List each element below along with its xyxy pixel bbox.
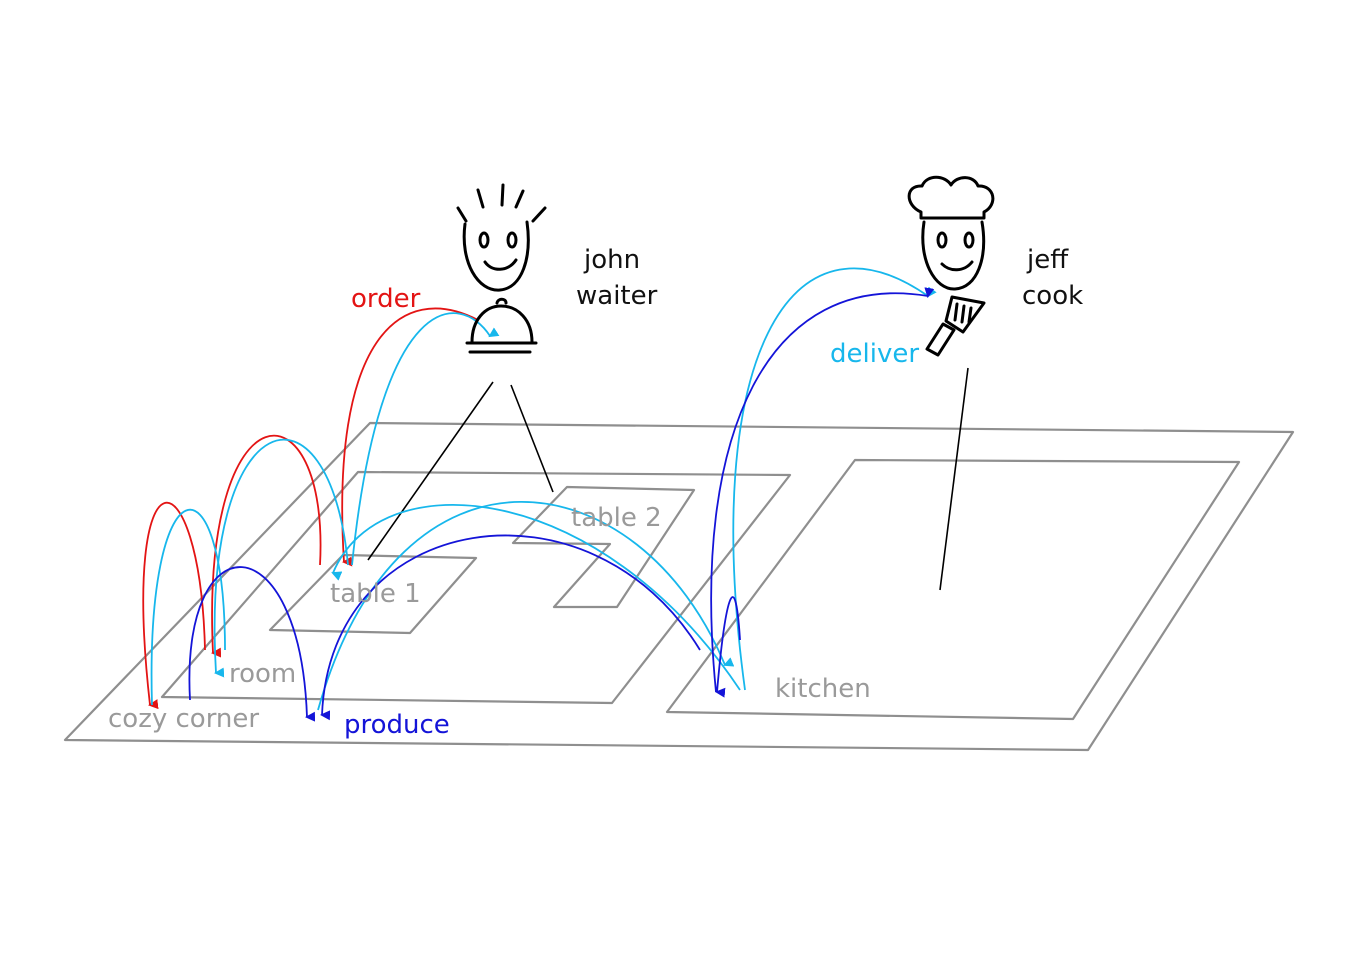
order-arc-cozy-corner xyxy=(142,502,206,710)
table2-outline xyxy=(511,485,696,609)
room-label: room xyxy=(229,659,296,689)
table1-outline xyxy=(268,553,478,635)
kitchen-outline xyxy=(665,458,1241,721)
serving-cloche-icon xyxy=(465,297,538,354)
deliver-arc-cozy-corner xyxy=(150,508,226,706)
john-to-table1-link xyxy=(367,381,494,561)
spatula-icon xyxy=(925,295,986,357)
order-label: order xyxy=(351,284,421,314)
produce-arc-jeff xyxy=(710,287,935,693)
produce-arc-kitchen xyxy=(715,596,741,698)
john-name-label: john xyxy=(583,245,640,275)
jeff-to-kitchen-link xyxy=(939,367,969,591)
produce-arc-cozy-corner xyxy=(188,566,316,722)
cozy-corner-outline xyxy=(63,421,1295,752)
order-arc-table1 xyxy=(341,307,479,567)
kitchen-label: kitchen xyxy=(775,674,871,704)
deliver-arc-kitchen xyxy=(317,500,735,711)
john-role-label: waiter xyxy=(576,281,658,311)
waiter-face-icon xyxy=(456,183,547,292)
deliver-label: deliver xyxy=(830,339,919,369)
john-to-table2-link xyxy=(510,384,554,493)
jeff-name-label: jeff xyxy=(1026,245,1069,275)
deliver-arc-table1 xyxy=(331,503,741,691)
deliver-arc-room xyxy=(213,438,349,678)
table1-label: table 1 xyxy=(330,579,421,609)
table2-label: table 2 xyxy=(571,503,662,533)
order-arc-room xyxy=(211,434,322,658)
produce-label: produce xyxy=(344,710,450,740)
chef-face-icon xyxy=(907,175,995,291)
deliver-arc-john xyxy=(351,312,500,566)
produce-arc-table2 xyxy=(320,534,701,721)
cozy-corner-label: cozy corner xyxy=(108,704,259,734)
deliver-arc-jeff xyxy=(732,267,937,691)
room-outline xyxy=(160,470,792,705)
jeff-role-label: cook xyxy=(1022,281,1083,311)
